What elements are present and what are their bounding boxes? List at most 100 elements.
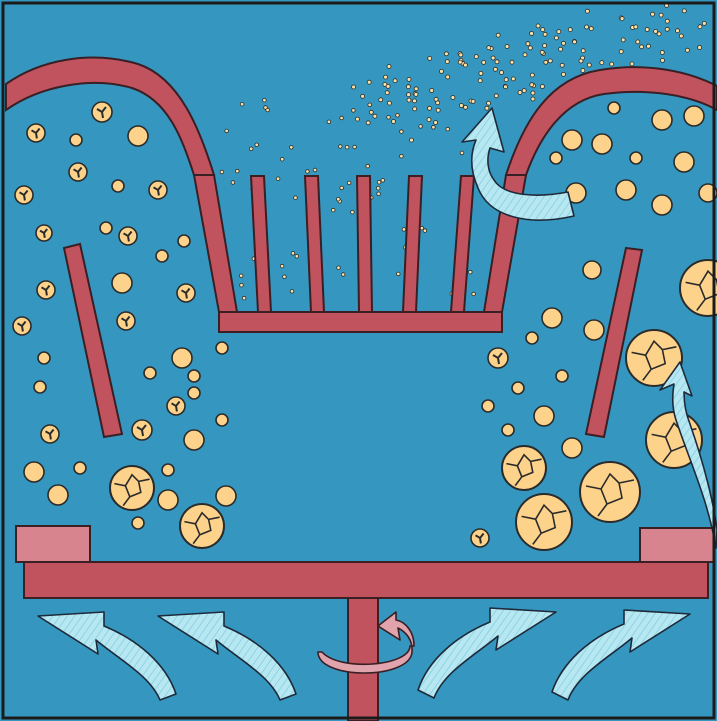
dust-particle: [581, 69, 585, 73]
particle: [172, 348, 192, 368]
particle: [526, 332, 538, 344]
dust-particle: [679, 34, 683, 38]
dust-particle: [634, 25, 638, 29]
cracked-particle: [516, 494, 572, 550]
dust-particle: [400, 154, 404, 158]
dust-particle: [444, 52, 448, 56]
dust-particle: [225, 129, 229, 133]
dust-particle: [698, 25, 702, 29]
dust-particle: [540, 50, 544, 54]
dust-particle: [355, 117, 359, 121]
dust-particle: [340, 116, 344, 120]
dust-particle: [485, 106, 489, 110]
dust-particle: [345, 145, 349, 149]
particle: [112, 180, 124, 192]
particle: [48, 485, 68, 505]
dust-particle: [379, 98, 383, 102]
dust-particle: [451, 96, 455, 100]
dust-particle: [396, 114, 400, 118]
dust-particle: [430, 89, 434, 93]
dust-particle: [339, 145, 343, 149]
dust-particle: [548, 59, 552, 63]
dust-particle: [458, 60, 462, 64]
particle: [562, 130, 582, 150]
dust-particle: [474, 55, 478, 59]
dust-particle: [469, 270, 473, 274]
dust-particle: [587, 63, 591, 67]
particle: [188, 370, 200, 382]
cracked-particle: [580, 462, 640, 522]
dust-particle: [352, 109, 356, 113]
particle: [24, 462, 44, 482]
dust-particle: [659, 13, 663, 17]
dust-particle: [504, 78, 508, 82]
dust-particle: [291, 252, 295, 256]
dust-particle: [600, 61, 604, 65]
dust-particle: [554, 36, 558, 40]
dust-particle: [585, 25, 589, 29]
dust-particle: [397, 272, 401, 276]
dust-particle: [487, 46, 491, 50]
dust-particle: [660, 51, 664, 55]
dust-particle: [460, 151, 464, 155]
dust-particle: [522, 89, 526, 93]
particle: [216, 342, 228, 354]
dust-particle: [381, 179, 385, 183]
dust-particle: [530, 73, 534, 77]
dust-particle: [526, 42, 530, 46]
dust-particle: [276, 177, 280, 181]
dust-particle: [406, 85, 410, 89]
dust-particle: [562, 72, 566, 76]
dust-particle: [366, 164, 370, 168]
particle: [550, 152, 562, 164]
dust-particle: [505, 45, 509, 49]
dust-particle: [665, 19, 669, 23]
dust-particle: [283, 275, 287, 279]
particle: [178, 235, 190, 247]
particle: [158, 490, 178, 510]
dust-particle: [657, 32, 661, 36]
dust-particle: [491, 56, 495, 60]
right-support-block: [640, 528, 714, 562]
dust-particle: [496, 33, 500, 37]
dust-particle: [377, 192, 381, 196]
particle: [542, 308, 562, 328]
dust-particle: [543, 32, 547, 36]
dust-particle: [682, 9, 686, 13]
dust-particle: [263, 98, 267, 102]
particle: [652, 195, 672, 215]
dust-particle: [377, 180, 381, 184]
dust-particle: [428, 106, 432, 110]
dust-particle: [434, 121, 438, 125]
particle: [684, 106, 704, 126]
dust-particle: [661, 58, 665, 62]
particle: [216, 414, 228, 426]
dust-particle: [331, 208, 335, 212]
particle: [674, 152, 694, 172]
dust-particle: [428, 56, 432, 60]
dust-particle: [385, 91, 389, 95]
dust-particle: [239, 274, 243, 278]
particle: [74, 462, 86, 474]
dust-particle: [337, 266, 341, 270]
dust-particle: [459, 104, 463, 108]
dust-particle: [446, 75, 450, 79]
dust-particle: [290, 146, 294, 150]
dust-particle: [384, 75, 388, 79]
particle: [592, 134, 612, 154]
dust-particle: [231, 181, 235, 185]
dust-particle: [581, 49, 585, 53]
particle: [112, 273, 132, 293]
drive-shaft: [348, 598, 378, 721]
dust-particle: [353, 145, 357, 149]
dust-particle: [387, 101, 391, 105]
particle: [188, 387, 200, 399]
dust-particle: [610, 62, 614, 66]
dust-particle: [306, 170, 310, 174]
cracked-particle: [180, 504, 224, 548]
dust-particle: [543, 44, 547, 48]
particle: [512, 382, 524, 394]
dust-particle: [337, 197, 341, 201]
particle: [162, 464, 174, 476]
